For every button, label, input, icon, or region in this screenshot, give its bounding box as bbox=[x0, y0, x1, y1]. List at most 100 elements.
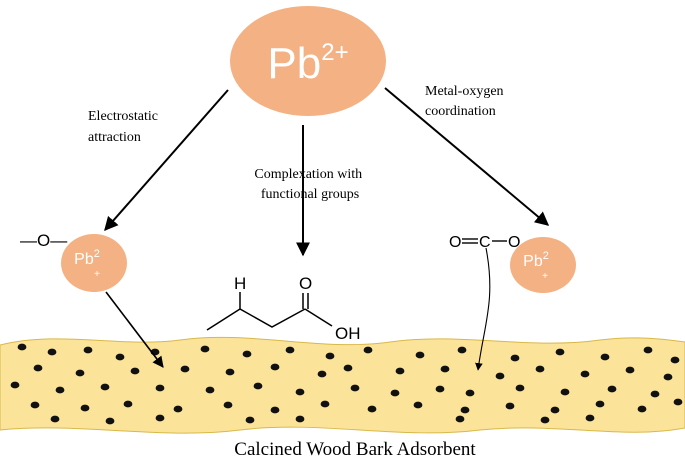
carboxyl-group: O C O bbox=[449, 234, 520, 251]
pore-dot bbox=[180, 365, 190, 373]
arrow-electrostatic bbox=[104, 89, 229, 232]
pore-dot bbox=[637, 405, 647, 413]
pore-dot bbox=[200, 345, 210, 353]
pore-dot bbox=[100, 383, 110, 391]
pore-dot bbox=[130, 367, 140, 375]
pore-dot bbox=[225, 368, 235, 376]
arrow-left-ion-to-adsorbent bbox=[105, 291, 164, 368]
pore-dot bbox=[670, 356, 680, 364]
svg-text:Pb2: Pb2 bbox=[74, 248, 100, 268]
pore-dot bbox=[367, 405, 377, 413]
pore-dot bbox=[17, 343, 27, 351]
pore-dot bbox=[435, 385, 445, 393]
svg-text:C: C bbox=[479, 234, 491, 251]
pore-dot bbox=[550, 406, 560, 414]
pore-dot bbox=[173, 405, 183, 413]
pore-dot bbox=[205, 386, 215, 394]
pore-dot bbox=[105, 417, 115, 425]
pore-dot bbox=[155, 414, 165, 422]
pore-dot bbox=[460, 406, 470, 414]
pore-dot bbox=[580, 370, 590, 378]
pore-dot bbox=[320, 400, 330, 408]
hydroxyl-label: OH bbox=[335, 324, 361, 343]
pore-dot bbox=[10, 381, 20, 389]
ether-oxygen-group: —O— bbox=[20, 231, 67, 250]
right-pb-sub: + bbox=[542, 271, 548, 282]
pore-dot bbox=[390, 389, 400, 397]
arrow-carboxyl-to-adsorbent bbox=[475, 247, 491, 371]
right-pb-ion: Pb2 + bbox=[510, 237, 576, 293]
pore-dot bbox=[395, 367, 405, 375]
pore-dot bbox=[413, 401, 423, 409]
central-pb-charge: 2+ bbox=[321, 39, 348, 66]
right-pb-sup: 2 bbox=[543, 250, 549, 262]
pore-dot bbox=[540, 416, 550, 424]
pore-dot bbox=[75, 369, 85, 377]
left-pb-symbol: Pb bbox=[74, 251, 94, 268]
pore-dot bbox=[650, 390, 660, 398]
arrow-coordination bbox=[384, 87, 550, 226]
pore-dot bbox=[253, 382, 263, 390]
pore-dot bbox=[643, 346, 653, 354]
svg-text:O: O bbox=[508, 234, 520, 251]
pore-dot bbox=[245, 416, 255, 424]
pore-dot bbox=[270, 363, 280, 371]
pore-dot bbox=[560, 388, 570, 396]
pore-dot bbox=[663, 373, 673, 381]
pore-dot bbox=[285, 346, 295, 354]
carboxylic-acid-molecule: H O OH bbox=[206, 274, 361, 343]
pore-dot bbox=[317, 370, 327, 378]
pore-dot bbox=[363, 346, 373, 354]
pore-dot bbox=[242, 350, 252, 358]
pore-dot bbox=[155, 384, 165, 392]
pore-dot bbox=[625, 366, 635, 374]
hydrogen-label: H bbox=[234, 274, 246, 293]
pore-dot bbox=[295, 388, 305, 396]
pore-dot bbox=[270, 406, 280, 414]
label-coordination: Metal-oxygen coordination bbox=[425, 84, 507, 119]
pore-dot bbox=[673, 398, 683, 406]
pore-dot bbox=[350, 384, 360, 392]
central-pb-symbol: Pb bbox=[267, 39, 321, 88]
pore-dot bbox=[505, 402, 515, 410]
pore-dot bbox=[47, 348, 57, 356]
svg-text:Pb2: Pb2 bbox=[523, 250, 549, 270]
label-complexation: Complexation with functional groups bbox=[254, 167, 365, 202]
svg-text:O: O bbox=[449, 234, 461, 251]
pore-dot bbox=[600, 353, 610, 361]
label-electrostatic: Electrostatic attraction bbox=[88, 109, 161, 145]
pore-dot bbox=[440, 365, 450, 373]
pore-dot bbox=[83, 346, 93, 354]
pore-dot bbox=[123, 400, 133, 408]
pore-dot bbox=[343, 364, 353, 372]
adsorbent-pores bbox=[10, 343, 683, 425]
pore-dot bbox=[415, 351, 425, 359]
adsorbent-caption: Calcined Wood Bark Adsorbent bbox=[234, 439, 476, 460]
right-pb-symbol: Pb bbox=[523, 253, 543, 270]
central-pb-ion: Pb2+ bbox=[230, 6, 386, 116]
pore-dot bbox=[223, 401, 233, 409]
pore-dot bbox=[515, 384, 525, 392]
pore-dot bbox=[595, 400, 605, 408]
svg-text:Pb2+: Pb2+ bbox=[267, 39, 348, 88]
left-pb-sub: + bbox=[94, 269, 100, 280]
pore-dot bbox=[535, 365, 545, 373]
pore-dot bbox=[607, 385, 617, 393]
pore-dot bbox=[50, 415, 60, 423]
pore-dot bbox=[325, 352, 335, 360]
adsorbent-layer bbox=[0, 336, 685, 434]
pore-dot bbox=[115, 353, 125, 361]
left-pb-sup: 2 bbox=[94, 248, 100, 260]
pore-dot bbox=[555, 348, 565, 356]
pore-dot bbox=[585, 414, 595, 422]
carbonyl-oxygen-label: O bbox=[299, 274, 312, 293]
pore-dot bbox=[510, 354, 520, 362]
pore-dot bbox=[33, 364, 43, 372]
pore-dot bbox=[455, 415, 465, 423]
left-pb-ion: Pb2 + bbox=[61, 234, 127, 292]
pore-dot bbox=[30, 401, 40, 409]
pore-dot bbox=[495, 372, 505, 380]
pore-dot bbox=[80, 404, 90, 412]
pore-dot bbox=[457, 346, 467, 354]
